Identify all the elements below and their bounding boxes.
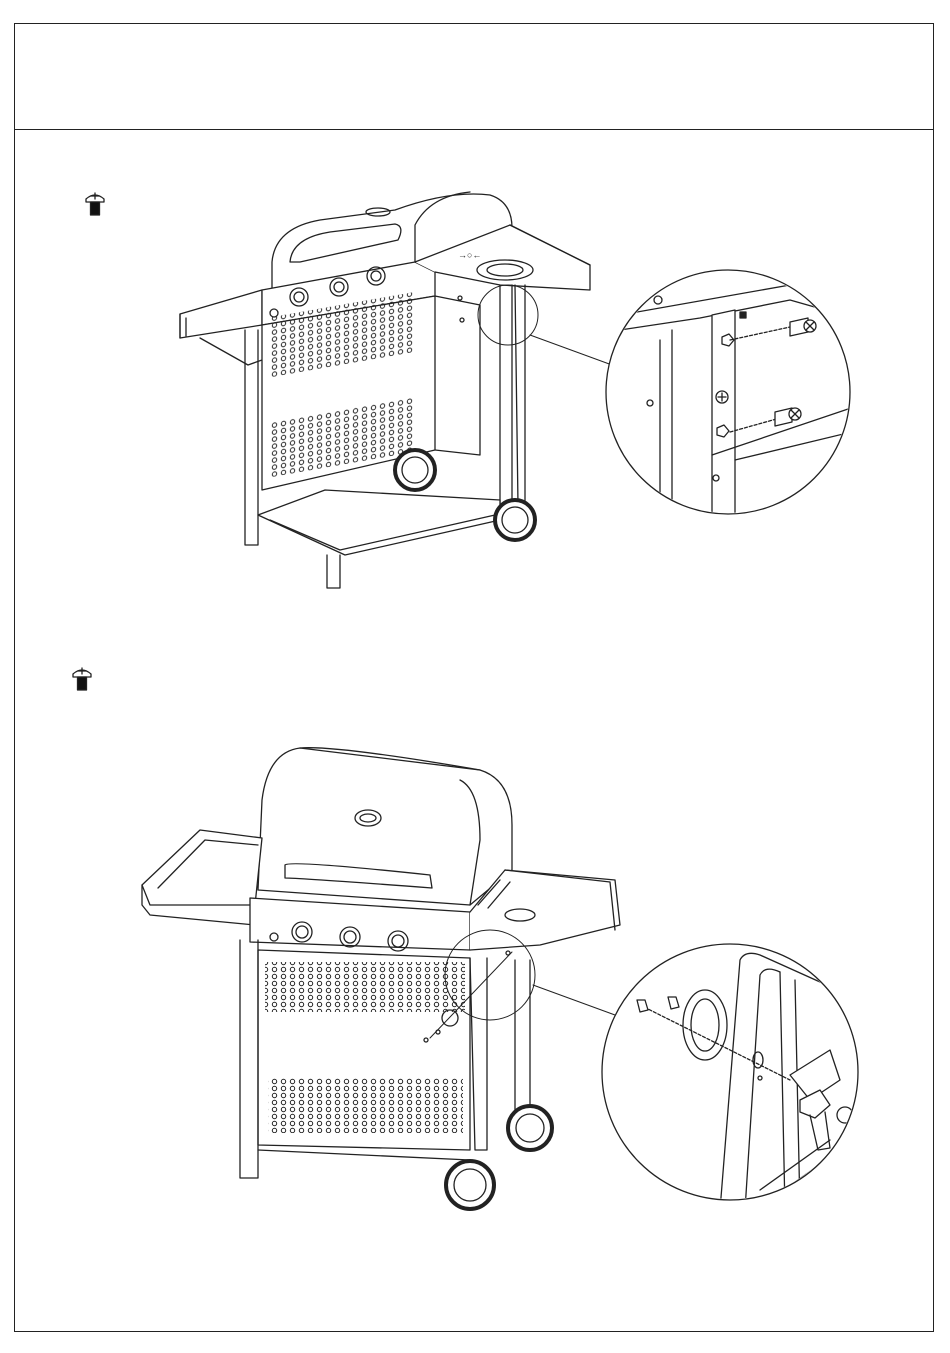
- screw-icon: [73, 668, 91, 690]
- detail-callout-1: [606, 270, 860, 520]
- grill-illustration-2: [142, 748, 620, 1209]
- svg-text:→○←: →○←: [458, 250, 481, 260]
- step-1-group: →○←: [86, 192, 860, 588]
- detail-callout-2: [602, 944, 860, 1210]
- screw-icon: [86, 193, 104, 215]
- grill-illustration-1: →○←: [180, 192, 612, 588]
- step-2-group: [73, 668, 860, 1210]
